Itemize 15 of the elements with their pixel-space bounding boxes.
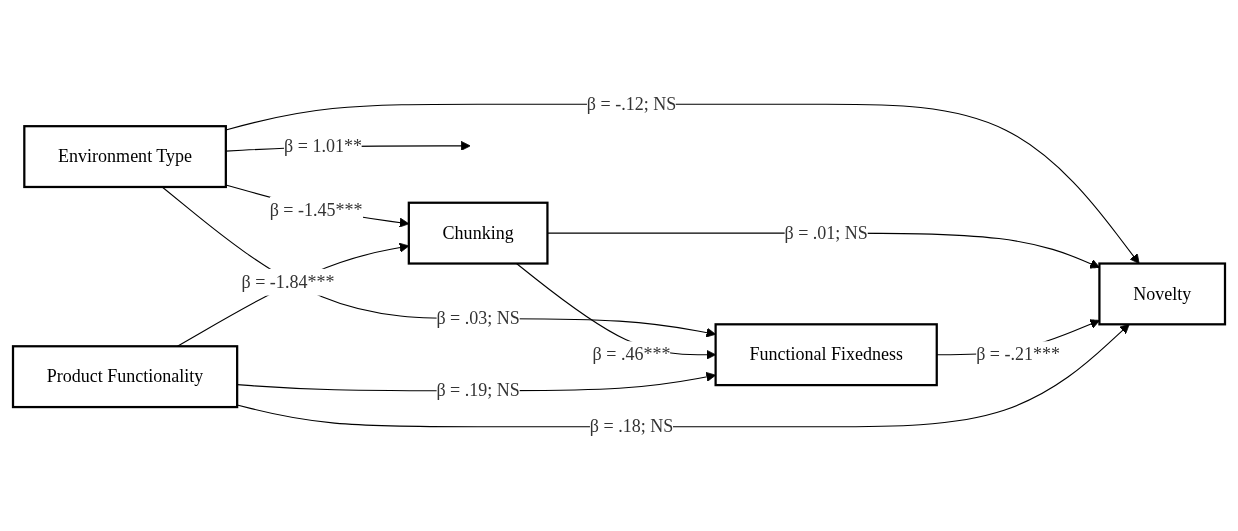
node-box: Novelty (1098, 262, 1227, 326)
node-box: Functional Fixedness (714, 323, 938, 387)
edge-label: β = .01; NS (784, 223, 868, 243)
node-box: Chunking (407, 201, 549, 265)
node-box: Environment Type (23, 125, 227, 189)
edge-label: β = .18; NS (589, 416, 674, 436)
edge-label: β = -.12; NS (586, 94, 677, 114)
node-box: Product Functionality (11, 345, 239, 409)
edge-label: β = 1.01** (284, 135, 362, 155)
edge-label: β = .46*** (592, 344, 671, 364)
edge-label: β = .19; NS (436, 380, 520, 400)
edge-label: β = -1.45*** (269, 200, 363, 220)
edge-label: β = .03; NS (436, 308, 520, 328)
edge-label: β = -.21*** (976, 344, 1061, 364)
edge-label: β = -1.84*** (241, 272, 335, 292)
